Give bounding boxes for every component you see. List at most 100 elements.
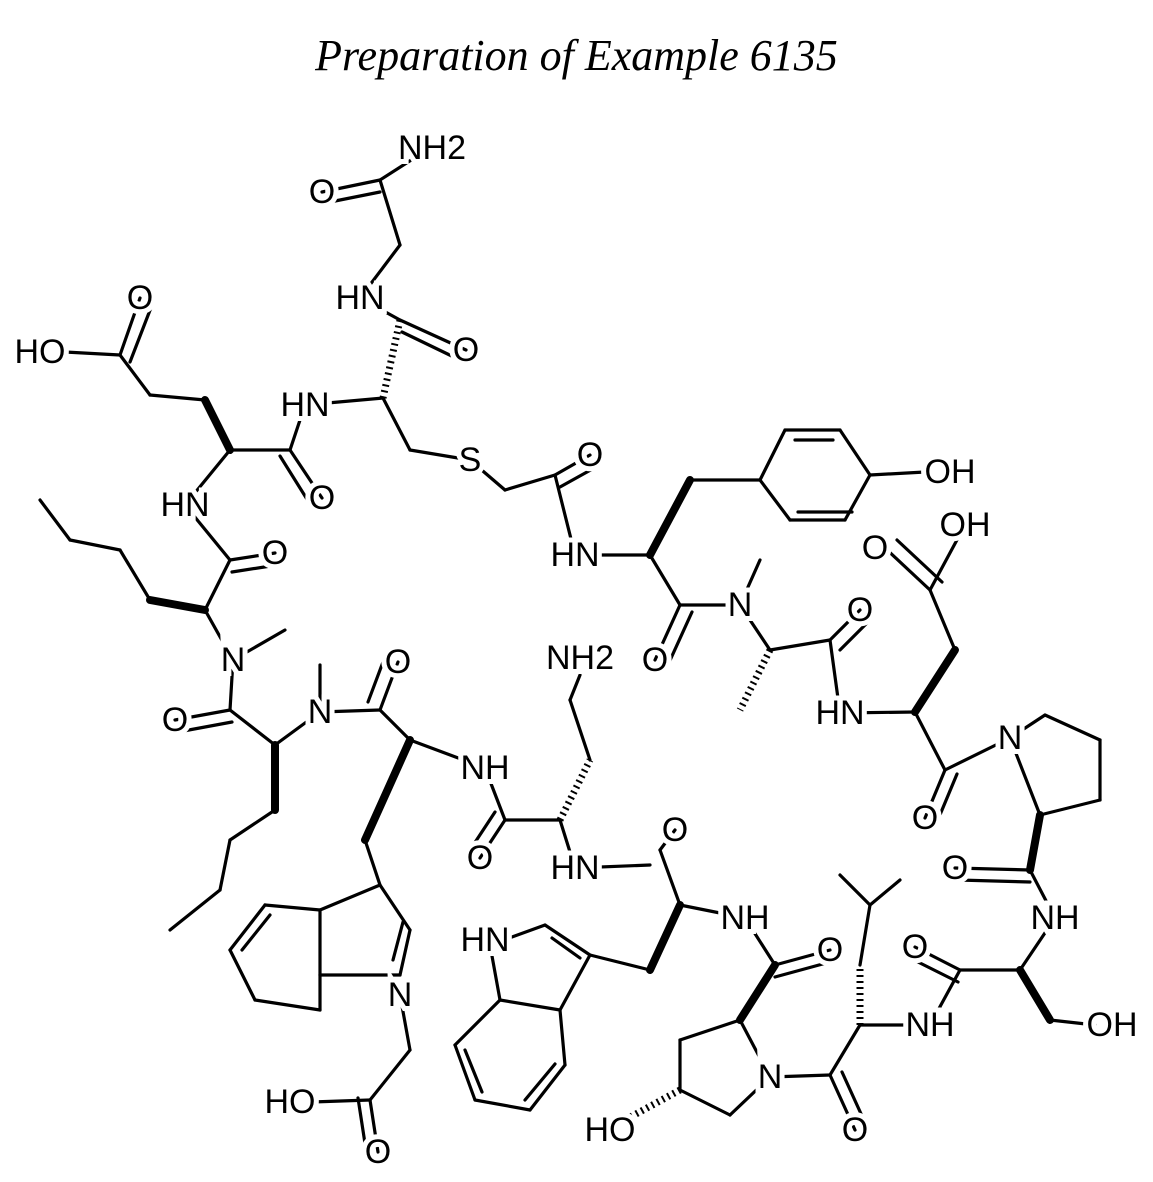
- atom-label: O: [862, 529, 888, 567]
- atom-label: HO: [265, 1083, 316, 1121]
- bond: [242, 915, 270, 950]
- atom-labels: NH2 O HN O HO O HN S O OH HN O O HN O OH…: [15, 129, 1138, 1171]
- atom-label: N: [728, 586, 753, 624]
- bond: [265, 905, 320, 910]
- bond: [1045, 715, 1100, 740]
- bond: [897, 540, 942, 582]
- wedge-bond: [150, 600, 205, 610]
- bond: [402, 332, 460, 360]
- atom-label: O: [365, 1133, 391, 1171]
- atom-label: O: [453, 331, 479, 369]
- bond: [505, 475, 555, 490]
- bond: [680, 1020, 740, 1040]
- atom-label: O: [912, 799, 938, 837]
- bond: [380, 180, 400, 245]
- bond: [680, 1090, 730, 1115]
- bond: [650, 555, 680, 605]
- bond: [70, 540, 120, 550]
- atom-label: O: [817, 931, 843, 969]
- bond: [660, 850, 680, 905]
- atom-label: HN: [815, 694, 864, 732]
- wedge-bond: [650, 480, 690, 555]
- hashed-bond: [383, 320, 400, 398]
- atom-label: HN: [335, 279, 384, 317]
- bond: [570, 700, 590, 760]
- bond: [1040, 800, 1100, 815]
- atom-label: O: [162, 701, 188, 739]
- atom-label: HO: [15, 333, 66, 371]
- bond: [120, 550, 150, 600]
- atom-label: NH2: [398, 129, 466, 167]
- bond: [380, 885, 410, 930]
- bond: [760, 430, 785, 480]
- bond: [560, 955, 590, 1010]
- atom-label: NH: [720, 899, 769, 937]
- bond: [840, 875, 870, 905]
- bond: [885, 548, 930, 590]
- atom-label: O: [942, 849, 968, 887]
- atom-label: O: [577, 436, 603, 474]
- bond: [475, 1100, 530, 1110]
- atom-label: O: [309, 173, 335, 211]
- bond: [368, 654, 386, 702]
- hashed-bond: [740, 650, 770, 710]
- atom-label: OH: [1087, 1006, 1138, 1044]
- bond: [770, 640, 830, 650]
- bond: [958, 880, 1030, 882]
- atom-label: HN: [280, 386, 329, 424]
- wedge-bond: [915, 650, 955, 712]
- atom-label: HO: [585, 1111, 636, 1149]
- atom-label: N: [758, 1058, 783, 1096]
- wedge-bond: [1020, 970, 1050, 1020]
- bond: [870, 472, 925, 475]
- atom-label: HN: [550, 849, 599, 887]
- atom-label: O: [262, 534, 288, 572]
- atom-label: HN: [460, 921, 509, 959]
- bond: [230, 810, 275, 840]
- atom-label: O: [847, 591, 873, 629]
- bond: [552, 938, 580, 958]
- bond: [312, 1100, 370, 1102]
- bond: [220, 840, 230, 890]
- bond: [570, 675, 580, 700]
- atom-label: HN: [160, 486, 209, 524]
- wedge-bond: [205, 400, 230, 450]
- bond: [230, 950, 255, 1000]
- atom-label: OH: [925, 453, 976, 491]
- wedge-bond: [365, 740, 410, 840]
- atom-label: O: [642, 641, 668, 679]
- bond: [830, 1025, 860, 1075]
- atom-label: N: [221, 641, 246, 679]
- bond: [255, 1000, 320, 1010]
- hashed-bond: [560, 760, 590, 820]
- atom-label: O: [902, 928, 928, 966]
- bond: [667, 612, 692, 667]
- atom-label: O: [309, 479, 335, 517]
- wedge-bond: [1030, 815, 1040, 870]
- atom-label: NH: [1030, 899, 1079, 937]
- bond: [590, 955, 650, 970]
- bond: [500, 1000, 560, 1010]
- bond: [760, 480, 790, 520]
- bond: [370, 1050, 410, 1100]
- bond: [465, 1050, 482, 1092]
- bond: [365, 840, 380, 885]
- atom-label: O: [127, 279, 153, 317]
- atom-label: S: [459, 441, 482, 479]
- bond: [170, 890, 220, 930]
- bond: [120, 355, 150, 395]
- bond: [400, 930, 410, 975]
- bond: [455, 1000, 500, 1045]
- bond: [870, 880, 900, 905]
- atom-label: NH2: [546, 639, 614, 677]
- atom-label: N: [308, 693, 333, 731]
- wedge-bond: [650, 905, 680, 970]
- atom-label: O: [467, 839, 493, 877]
- bond: [320, 885, 380, 910]
- bond: [150, 395, 205, 400]
- bond: [230, 710, 275, 745]
- atom-label: N: [388, 976, 413, 1014]
- bond: [205, 560, 230, 610]
- atom-label: O: [662, 811, 688, 849]
